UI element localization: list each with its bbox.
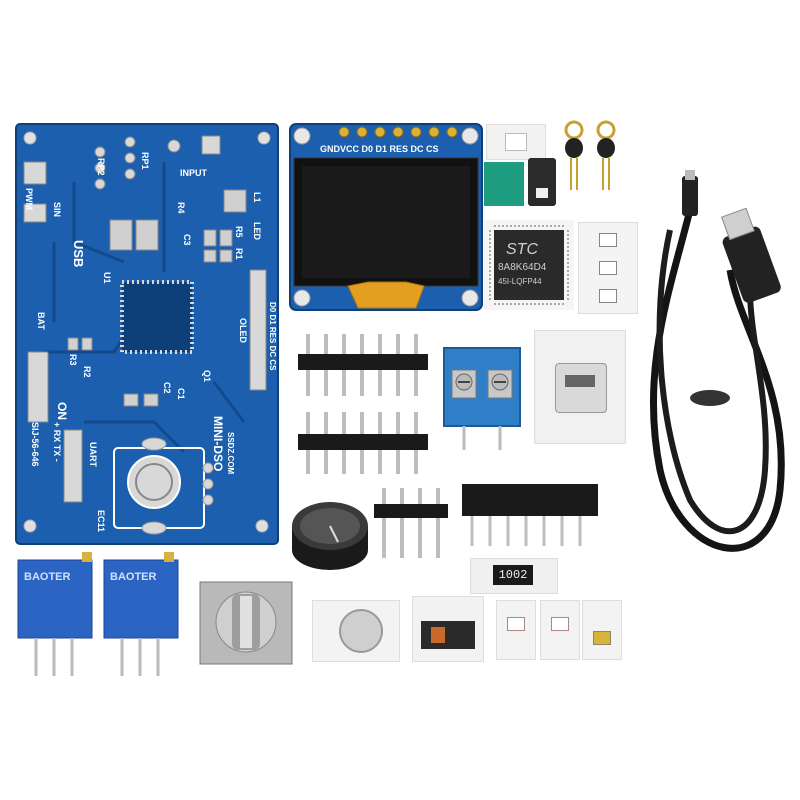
female-header <box>462 484 598 546</box>
pin-header-1 <box>298 334 428 396</box>
trimmer-pot-2: BAOTER <box>103 552 179 676</box>
pcb-label-oled: OLED <box>238 318 248 344</box>
rotary-encoder <box>199 581 293 665</box>
pcb-label-c1: C1 <box>176 388 186 400</box>
mcu-brand: STC <box>506 241 538 258</box>
pin-header-2 <box>298 412 428 474</box>
pcb-label-r5: R5 <box>234 226 244 238</box>
pcb-label-r4: R4 <box>176 202 186 214</box>
cap-strip-top <box>486 124 546 160</box>
pcb-label-c3: C3 <box>182 234 192 246</box>
pcb-label-sin: SIN <box>52 202 62 217</box>
pcb-label-rp2: RP2 <box>96 158 106 176</box>
pcb-board: PWM RP2 RP1 INPUT SIN USB R4 L1 LED U1 C… <box>15 123 279 545</box>
pcb-label-r3: R3 <box>68 354 78 366</box>
cap-tape-3 <box>582 600 622 660</box>
photoresistor <box>312 600 400 662</box>
mcu-package: 45I-LQFP44 <box>498 277 542 286</box>
pcb-label-uart: UART <box>88 442 98 467</box>
encoder-footprint <box>113 447 205 529</box>
oled-module: GNDVCC D0 D1 RES DC CS <box>289 123 483 311</box>
mcu-part: 8A8K64D4 <box>498 262 547 273</box>
usb-cable <box>649 170 785 552</box>
trimmer-pot-1: BAOTER <box>17 552 93 676</box>
pcb-label-u1: U1 <box>102 272 112 284</box>
pcb-label-input: INPUT <box>180 168 208 178</box>
trimmer-2-brand: BAOTER <box>110 571 157 583</box>
cap-tape-2 <box>540 600 580 660</box>
pcb-label-bat: BAT <box>36 312 46 330</box>
pcb-label-brand: SSDZ.COM <box>226 432 235 475</box>
rotary-knob <box>292 502 368 570</box>
cap-tape-1 <box>496 600 536 660</box>
screw-terminal <box>443 347 521 450</box>
pcb-label-rxtx: + RX TX - <box>52 422 62 462</box>
cap-strip-right <box>578 222 638 314</box>
micro-usb-connector <box>534 330 626 444</box>
mounting-holes <box>23 131 271 533</box>
trimmer-1-brand: BAOTER <box>24 571 71 583</box>
pcb-label-serial: SIJ-56-646 <box>30 422 40 467</box>
resistor-code: 1002 <box>498 568 528 582</box>
pcb-label-pwm: PWM <box>24 188 34 210</box>
pcb-label-c2: C2 <box>162 382 172 394</box>
mcu-chip: STC 8A8K64D4 45I-LQFP44 <box>484 220 574 310</box>
oled-pin-labels: GNDVCC D0 D1 RES DC CS <box>320 144 439 154</box>
pcb-label-l1: L1 <box>252 192 262 203</box>
pcb-label-q1: Q1 <box>202 370 212 382</box>
pcb-label-on: ON <box>55 402 69 420</box>
header-pins <box>23 135 267 503</box>
slide-switch <box>412 596 484 662</box>
pcb-label-oled-pins: D0 D1 RES DC CS <box>268 302 277 371</box>
pcb-label-rp1: RP1 <box>140 152 150 170</box>
pcb-label-usb: USB <box>71 240 86 267</box>
smd-resistor: 1002 <box>470 558 558 594</box>
right-angle-header <box>374 488 448 558</box>
pcb-label-model: MINI-DSO <box>211 416 225 471</box>
pcb-label-r1: R1 <box>234 248 244 260</box>
pcb-label-led: LED <box>252 222 262 241</box>
through-hole-leds <box>564 120 616 190</box>
pcb-mcu <box>120 280 194 354</box>
smd-led <box>528 158 556 206</box>
pcb-label-ec11: EC11 <box>96 510 106 532</box>
teal-film <box>484 162 524 206</box>
pcb-label-r2: R2 <box>82 366 92 378</box>
